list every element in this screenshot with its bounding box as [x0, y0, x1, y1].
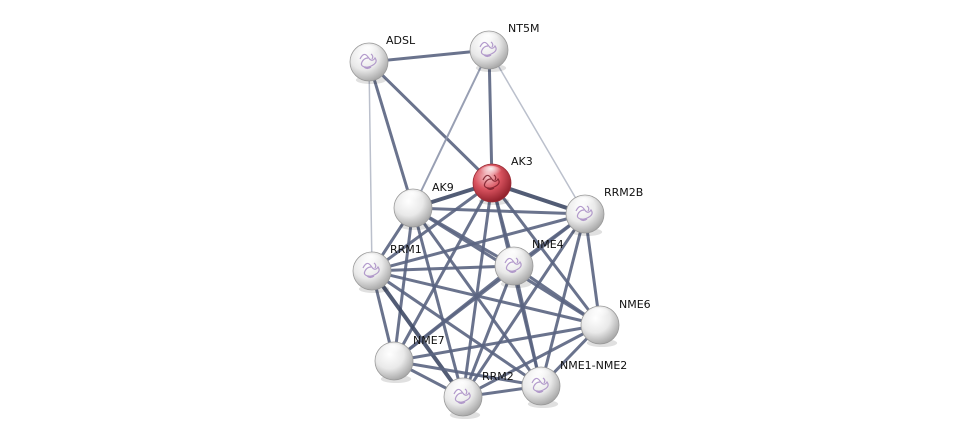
edge-rrm1-rrm2[interactable] — [370, 269, 465, 399]
edge-ak9-rrm2b[interactable] — [411, 206, 587, 216]
node-rrm2[interactable]: RRM2 — [443, 370, 514, 419]
node-highlight — [381, 343, 405, 358]
node-highlight — [450, 379, 474, 394]
edge-nt5m-ak3[interactable] — [487, 48, 494, 185]
edge-ak3-nme6[interactable] — [490, 181, 602, 327]
node-ak9[interactable]: AK9 — [393, 181, 454, 230]
node-label-nt5m: NT5M — [508, 22, 539, 35]
node-label-nme7: NME7 — [413, 334, 445, 347]
node-highlight — [476, 32, 500, 47]
edge-ak9-rrm2[interactable] — [411, 206, 465, 399]
node-rrm2b[interactable]: RRM2B — [565, 186, 643, 236]
edge-nme7-nme1-nme2[interactable] — [392, 359, 543, 388]
edge-adsl-ak9[interactable] — [367, 60, 415, 210]
edge-nt5m-ak9[interactable] — [412, 49, 490, 209]
edges-layer — [367, 48, 602, 399]
edge-ak9-nme7[interactable] — [392, 206, 415, 363]
node-label-rrm2b: RRM2B — [604, 186, 643, 199]
node-nt5m[interactable]: NT5M — [469, 22, 539, 72]
edge-adsl-rrm1[interactable] — [368, 61, 373, 272]
edge-nme4-nme1-nme2[interactable] — [512, 264, 543, 388]
node-highlight — [528, 368, 552, 383]
edge-nt5m-rrm2b[interactable] — [488, 49, 586, 215]
node-nme1-nme2[interactable]: NME1-NME2 — [521, 359, 627, 408]
edge-rrm1-nme4[interactable] — [370, 264, 516, 273]
node-label-nme6: NME6 — [619, 298, 651, 311]
edge-ak3-rrm2[interactable] — [461, 181, 494, 399]
node-highlight — [359, 253, 383, 268]
node-ak3[interactable]: AK3 — [472, 155, 533, 205]
node-label-rrm2: RRM2 — [482, 370, 514, 383]
edge-rrm1-nme1-nme2[interactable] — [370, 269, 543, 388]
node-highlight — [572, 196, 596, 211]
edge-adsl-nt5m[interactable] — [367, 48, 491, 64]
node-highlight — [501, 248, 525, 263]
edge-nme6-nme7[interactable] — [392, 323, 602, 363]
edge-nme4-nme7[interactable] — [392, 264, 516, 363]
node-highlight — [587, 307, 611, 322]
node-rrm1[interactable]: RRM1 — [352, 243, 422, 293]
node-label-nme1-nme2: NME1-NME2 — [560, 359, 627, 372]
edge-rrm1-nme6[interactable] — [370, 269, 602, 327]
node-highlight — [479, 165, 503, 180]
node-nme6[interactable]: NME6 — [580, 298, 651, 347]
edge-adsl-ak3[interactable] — [367, 60, 494, 185]
node-highlight — [400, 190, 424, 205]
node-adsl[interactable]: ADSL — [349, 34, 416, 84]
node-label-adsl: ADSL — [386, 34, 416, 47]
edge-ak3-rrm1[interactable] — [370, 181, 494, 273]
node-nme7[interactable]: NME7 — [374, 334, 445, 383]
edge-ak3-nme7[interactable] — [392, 181, 494, 363]
node-nme4[interactable]: NME4 — [494, 238, 564, 288]
edge-rrm2b-rrm1[interactable] — [370, 212, 587, 273]
node-label-nme4: NME4 — [532, 238, 564, 251]
edge-nme6-rrm2[interactable] — [461, 323, 602, 399]
node-label-rrm1: RRM1 — [390, 243, 422, 256]
node-highlight — [356, 44, 380, 59]
node-label-ak9: AK9 — [432, 181, 454, 194]
node-label-ak3: AK3 — [511, 155, 533, 168]
